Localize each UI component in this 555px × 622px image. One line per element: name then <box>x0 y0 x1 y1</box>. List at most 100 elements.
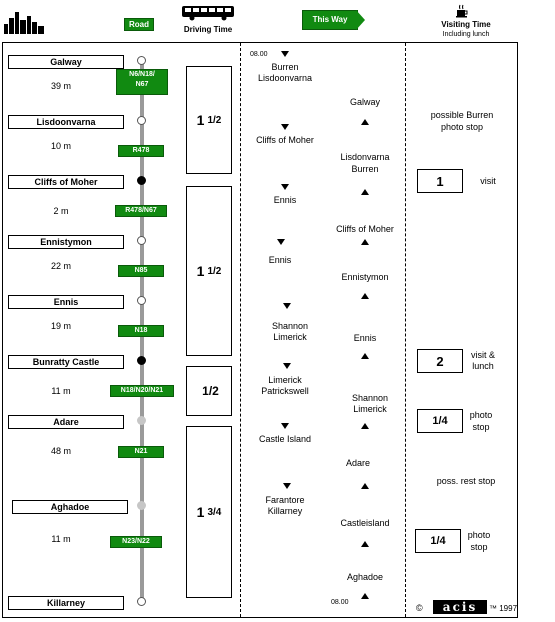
road-sign-r478-n67: R478/N67 <box>115 205 167 217</box>
arrow-down-icon <box>281 51 289 57</box>
road-header-sign: Road <box>124 18 154 31</box>
driving-time-header: Driving Time <box>183 25 233 34</box>
aghadoe-visit-note: photo <box>467 530 491 540</box>
arrow-up-icon <box>361 239 369 245</box>
road-sign-n6-n18-n67: N6/N18/ N67 <box>116 69 168 95</box>
return-label: Cliffs of Moher <box>336 224 394 234</box>
node-adare <box>137 416 146 425</box>
town-ennis: Ennis <box>8 295 124 309</box>
outbound-label: Shannon <box>271 321 309 331</box>
road-sign-n23-n22: N23/N22 <box>110 536 162 548</box>
driving-time-fraction: 1/2 <box>207 265 222 277</box>
outbound-label: Castle Island <box>258 434 312 444</box>
town-bunratty-castle: Bunratty Castle <box>8 355 124 369</box>
driving-time-fraction: 1/2 <box>207 114 222 126</box>
arrow-up-icon <box>361 423 369 429</box>
return-label: Shannon <box>351 393 389 403</box>
node-killarney <box>137 597 146 606</box>
burren-visit-note: possible Burren <box>430 110 494 120</box>
return-label: Lisdonvarna <box>340 152 390 162</box>
return-end-time: 08.00 <box>331 599 349 606</box>
distance-bunratty-adare: 11 m <box>51 386 71 396</box>
distance-ennistymon-ennis: 22 m <box>50 261 71 271</box>
road-sign-line: N67 <box>135 81 149 88</box>
arrow-down-icon <box>281 184 289 190</box>
road-sign-n18-n20-n21: N18/N20/N21 <box>110 385 174 397</box>
town-lisdoonvarna: Lisdoonvarna <box>8 115 124 129</box>
outbound-label: Burren <box>271 62 299 72</box>
arrow-down-icon <box>277 239 285 245</box>
distance-adare-aghadoe: 48 m <box>50 446 71 456</box>
coffee-cup-icon <box>455 4 469 18</box>
town-galway: Galway <box>8 55 124 69</box>
return-label: Galway <box>349 97 380 107</box>
visiting-time-subheader: Including lunch <box>442 31 490 38</box>
arrow-down-icon <box>283 483 291 489</box>
node-ennis <box>137 296 146 305</box>
distance-lisdoonvarna-cliffs: 10 m <box>50 141 71 151</box>
road-sign-n21: N21 <box>118 446 164 458</box>
arrow-down-icon <box>281 423 289 429</box>
outbound-label: Killarney <box>267 506 303 516</box>
arrow-down-icon <box>281 124 289 130</box>
arrow-up-icon <box>361 541 369 547</box>
column-divider-right <box>405 43 406 617</box>
acis-logo: acis <box>433 600 487 614</box>
outbound-label: Limerick <box>273 332 307 342</box>
arrow-up-icon <box>361 119 369 125</box>
return-label: Ennistymon <box>341 272 389 282</box>
outbound-start-time: 08.00 <box>250 51 268 58</box>
rest-stop-note: poss. rest stop <box>436 476 496 486</box>
road-sign-r478: R478 <box>118 145 164 157</box>
driving-time-box-1: 1 1/2 <box>186 66 232 174</box>
skyline-icon <box>4 10 44 34</box>
town-cliffs-of-moher: Cliffs of Moher <box>8 175 124 189</box>
town-killarney: Killarney <box>8 596 124 610</box>
outbound-label: Ennis <box>268 255 292 265</box>
bunratty-visit-note: lunch <box>472 361 494 371</box>
driving-time-whole: 1 <box>196 263 205 279</box>
cliffs-visit-note: visit <box>480 176 496 186</box>
arrow-down-icon <box>283 363 291 369</box>
return-label: Burren <box>351 164 379 174</box>
arrow-up-icon <box>361 483 369 489</box>
node-bunratty-castle <box>137 356 146 365</box>
arrow-down-icon <box>283 303 291 309</box>
node-galway <box>137 56 146 65</box>
driving-time-fraction: 3/4 <box>207 506 222 518</box>
outbound-label: Farantore <box>265 495 305 505</box>
node-cliffs-of-moher <box>137 176 146 185</box>
visiting-time-header: Visiting Time <box>441 20 491 29</box>
driving-time-box-3: 1/2 <box>186 366 232 416</box>
driving-time-whole: 1 <box>196 112 205 128</box>
this-way-arrow-icon <box>356 10 365 30</box>
driving-time-box-2: 1 1/2 <box>186 186 232 356</box>
driving-time-fraction: 1/2 <box>202 384 219 398</box>
outbound-label: Lisdoonvarna <box>257 73 313 83</box>
distance-aghadoe-killarney: 11 m <box>51 534 71 544</box>
burren-visit-note: photo stop <box>440 122 484 132</box>
return-label: Limerick <box>353 404 387 414</box>
copyright-symbol: © <box>416 603 423 613</box>
town-ennistymon: Ennistymon <box>8 235 124 249</box>
trademark-year: ™ 1997 <box>489 604 518 613</box>
bus-icon <box>181 5 235 21</box>
return-label: Castleisland <box>340 518 390 528</box>
outbound-label: Limerick <box>268 375 302 385</box>
outbound-label: Patrickswell <box>261 386 309 396</box>
return-label: Ennis <box>353 333 377 343</box>
bunratty-visit-time-box: 2 <box>417 349 463 373</box>
road-sign-n18: N18 <box>118 325 164 337</box>
arrow-up-icon <box>361 293 369 299</box>
outbound-label: Ennis <box>273 195 297 205</box>
adare-visit-time-box: 1/4 <box>417 409 463 433</box>
town-adare: Adare <box>8 415 124 429</box>
this-way-sign: This Way <box>302 10 358 30</box>
node-aghadoe <box>137 501 146 510</box>
bunratty-visit-note: visit & <box>470 350 495 360</box>
aghadoe-visit-note: stop <box>470 542 488 552</box>
distance-galway-lisdoonvarna: 39 m <box>50 81 71 91</box>
driving-time-whole: 1 <box>196 504 205 520</box>
diagram-frame <box>2 42 518 618</box>
driving-time-box-4: 1 3/4 <box>186 426 232 598</box>
